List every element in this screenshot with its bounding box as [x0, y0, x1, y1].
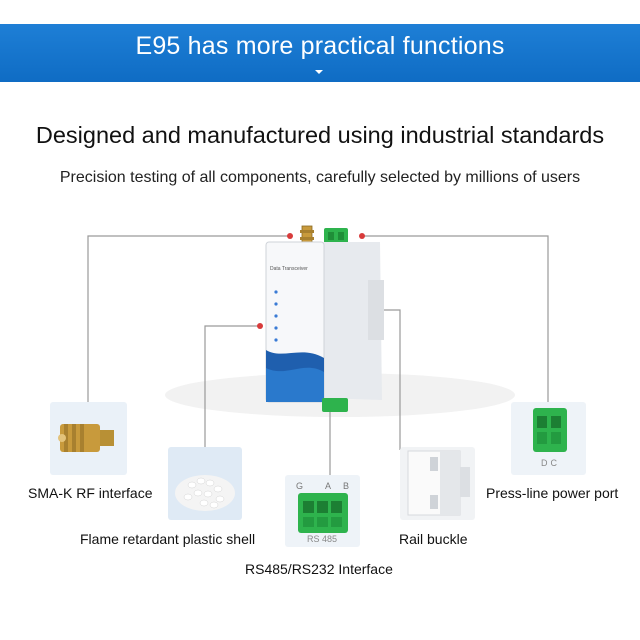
sma-connector-image [50, 402, 127, 475]
label-flame-retardant-shell: Flame retardant plastic shell [80, 531, 256, 547]
rs485-terminal-image: G A B RS 485 [285, 475, 360, 547]
terminal-label-g: G [296, 481, 304, 491]
rs485-port-label: RS 485 [307, 534, 338, 544]
subheadline: Precision testing of all components, car… [59, 169, 581, 186]
callout-dot-power [359, 233, 365, 239]
data-transceiver-device [265, 225, 384, 412]
leader-line-power [362, 235, 549, 402]
terminal-label-b: B [343, 481, 350, 491]
leader-line-sma [87, 235, 290, 402]
dc-power-terminal-image: DC [511, 402, 586, 475]
callout-dot-sma [287, 233, 293, 239]
callout-dot-shell [257, 323, 263, 329]
terminal-label-a: A [325, 481, 332, 491]
banner-title: E95 has more practical functions [135, 32, 505, 60]
label-press-line-power-port: Press-line power port [486, 485, 619, 501]
label-rail-buckle: Rail buckle [399, 531, 468, 547]
rail-buckle-image [400, 447, 475, 520]
plastic-pellets-image [168, 447, 242, 520]
headline: Designed and manufactured using industri… [35, 122, 605, 148]
dc-terminal-label: DC [541, 458, 560, 468]
label-rs485-rs232-interface: RS485/RS232 Interface [245, 561, 393, 577]
device-label: Data Transceiver [270, 266, 308, 272]
top-banner: E95 has more practical functions [0, 24, 640, 82]
caret-down-icon [315, 70, 323, 74]
leader-line-shell [204, 325, 260, 450]
label-sma-rf-interface: SMA-K RF interface [28, 485, 153, 501]
